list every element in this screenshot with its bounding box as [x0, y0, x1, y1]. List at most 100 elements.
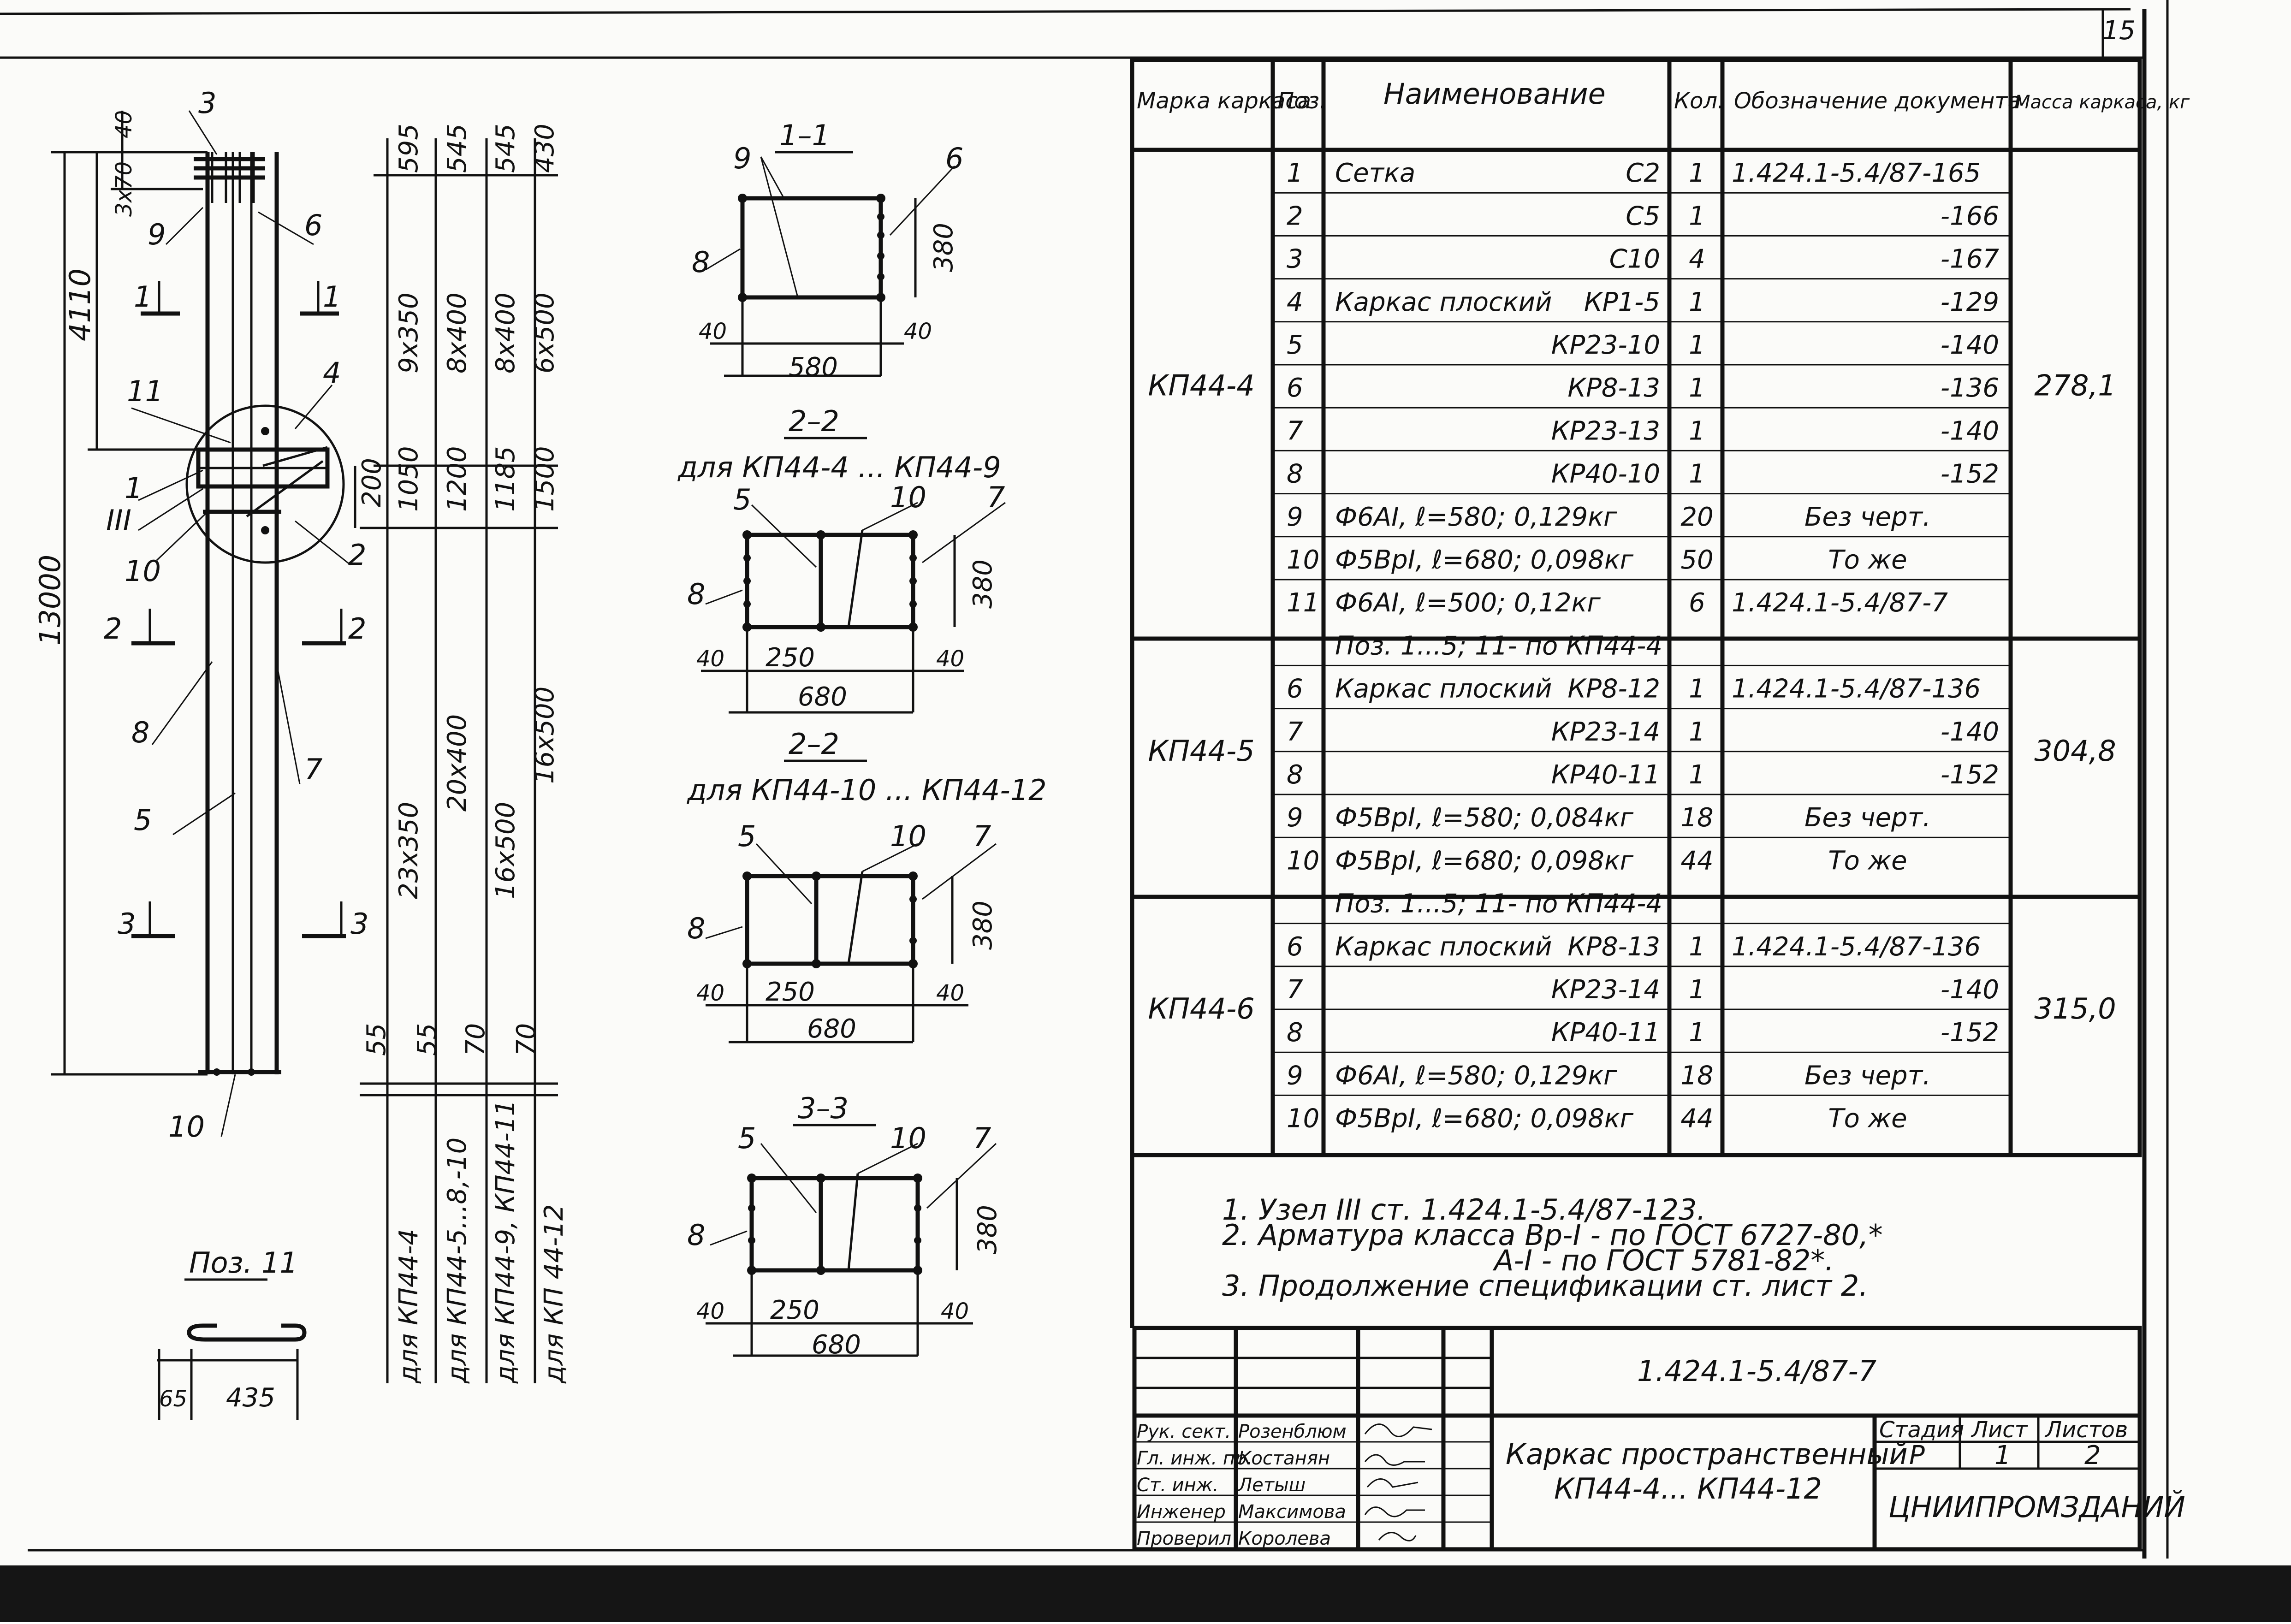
spec-cell-name: Ф5ВрI, ℓ=680; 0,098кг — [1335, 846, 1634, 876]
cut-1-right: 1 — [323, 280, 341, 314]
dim-spacing-main-2: 20x400 — [442, 714, 472, 812]
spec-cell-pos: 8 — [1287, 1018, 1303, 1048]
dim-200: 200 — [357, 458, 387, 507]
section-2-2-a-sub: для КП44-4 ... КП44-9 — [677, 450, 1001, 484]
spec-cell-code: КР8-13 — [1567, 932, 1660, 962]
section-2-2-a-dim-680: 680 — [798, 682, 847, 712]
pos11-dim-65: 65 — [159, 1386, 187, 1412]
pos11-title: Поз. 11 — [189, 1246, 298, 1280]
spec-cell-doc: -152 — [1941, 459, 1999, 489]
spec-cell-qty: 1 — [1689, 416, 1705, 446]
callout-4: 4 — [323, 356, 341, 390]
section-2-2-b — [705, 759, 997, 1043]
section-2-2-a-dim-40r: 40 — [936, 646, 964, 672]
spec-group-mass: 315,0 — [2034, 992, 2116, 1025]
spec-cell-doc: -166 — [1941, 201, 1999, 231]
section-1-1-title: 1–1 — [779, 119, 830, 152]
spec-cell-code: КР23-14 — [1551, 717, 1660, 747]
note-1: 1. Узел III ст. 1.424.1-5.4/87-123. — [1222, 1193, 1706, 1227]
dim-spacing-top-3: 8x400 — [491, 292, 521, 373]
section-2-2-a-label-5: 5 — [733, 483, 751, 516]
header-doc: Обозначение документа — [1734, 88, 2021, 114]
cut-3-right: 3 — [350, 907, 368, 941]
spec-group-mass: 304,8 — [2034, 734, 2116, 768]
signature-role: Ст. инж. — [1137, 1475, 1219, 1496]
spec-cell-pos: 3 — [1287, 244, 1303, 274]
callout-7: 7 — [304, 753, 322, 786]
for-label-1: для КП44-4 — [394, 1229, 424, 1384]
dim-bottom-2: 55 — [412, 1023, 442, 1056]
spec-cell-pos: 6 — [1287, 373, 1303, 403]
spec-cell-pos: 7 — [1287, 416, 1303, 446]
sheet-header: Лист — [1970, 1417, 2029, 1443]
section-3-3-dim-40l: 40 — [696, 1298, 724, 1324]
signature-role: Рук. сект. — [1137, 1421, 1231, 1442]
spec-cell-name: Ф6АI, ℓ=580; 0,129кг — [1335, 502, 1617, 532]
sheet-frame — [0, 0, 2169, 1559]
dim-bottom-4: 70 — [511, 1023, 541, 1056]
section-3-3-dim-250: 250 — [770, 1295, 819, 1325]
spec-cell-pos: 4 — [1287, 287, 1303, 317]
spec-cell-qty: 44 — [1680, 846, 1713, 876]
section-2-2-b-sub: для КП44-10 ... КП44-12 — [687, 773, 1047, 807]
note-3: 3. Продолжение спецификации ст. лист 2. — [1222, 1269, 1868, 1303]
dim-bottom-1: 55 — [362, 1023, 392, 1056]
callout-5: 5 — [134, 803, 152, 837]
pos11-detail — [157, 1278, 307, 1420]
section-3-3-dim-380: 380 — [973, 1205, 1003, 1254]
section-2-2-a-label-10: 10 — [890, 480, 926, 514]
spec-table-grid — [1130, 58, 2142, 1328]
section-2-2-a-label-8: 8 — [687, 577, 705, 611]
spec-cell-doc: То же — [1828, 846, 1907, 876]
signature-name: Розенблюм — [1238, 1421, 1347, 1442]
section-2-2-b-dim-40l: 40 — [696, 980, 724, 1006]
note-2: 2. Арматура класса Вр-I - по ГОСТ 6727-8… — [1222, 1218, 1883, 1252]
section-1-1 — [705, 151, 956, 377]
spec-cell-pos: 8 — [1287, 760, 1303, 790]
section-2-2-a-dim-250: 250 — [766, 643, 815, 673]
spec-cell-doc: -140 — [1941, 416, 1999, 446]
spec-cell-doc: -136 — [1941, 373, 1999, 403]
spec-cell-pos: 9 — [1287, 502, 1303, 532]
spec-cell-code: КР23-14 — [1551, 975, 1660, 1005]
signature-name: Королева — [1238, 1528, 1331, 1549]
note-2b: А-I - по ГОСТ 5781-82*. — [1492, 1244, 1834, 1277]
sheet-number: 15 — [2102, 16, 2135, 46]
stage-header: Стадия — [1879, 1417, 1964, 1443]
section-3-3-dim-40r: 40 — [941, 1298, 969, 1324]
section-3-3-label-8: 8 — [687, 1218, 705, 1252]
spec-cell-pos: 10 — [1287, 545, 1319, 575]
spec-cell-code: КР40-11 — [1551, 760, 1660, 790]
callout-6: 6 — [304, 208, 322, 242]
dim-4110: 4110 — [63, 268, 97, 341]
spec-group-mark: КП44-6 — [1148, 992, 1254, 1025]
spec-cell-doc: -152 — [1941, 1018, 1999, 1048]
spec-cell-pos: 2 — [1287, 201, 1303, 231]
signature-name: Костанян — [1238, 1448, 1330, 1469]
dim-spacing-main-1: 23x350 — [394, 802, 424, 899]
dimension-texts: 595 545 545 430 9x350 8x400 8x400 6x500 … — [357, 124, 569, 1384]
section-3-3-label-7: 7 — [973, 1121, 991, 1155]
spec-cell-qty: 1 — [1689, 760, 1705, 790]
section-1-1-label-8: 8 — [692, 245, 710, 279]
callout-11: 11 — [127, 374, 163, 408]
notes: 1. Узел III ст. 1.424.1-5.4/87-123. 2. А… — [1222, 1193, 1883, 1303]
spec-cell-doc: 1.424.1-5.4/87-165 — [1732, 158, 1981, 188]
dim-spacing-main-3: 16x500 — [491, 802, 521, 899]
callout-2-node: 2 — [348, 538, 366, 572]
dimension-columns — [354, 138, 558, 1383]
section-2-2-a-dim-40l: 40 — [696, 646, 724, 672]
title-line-1: Каркас пространственный — [1506, 1437, 1908, 1471]
spec-cell-name: Каркас плоский — [1335, 287, 1552, 317]
spec-cell-name: Ф5ВрI, ℓ=680; 0,098кг — [1335, 1104, 1634, 1134]
callout-10: 10 — [125, 554, 161, 588]
cut-2-left: 2 — [104, 612, 122, 646]
spec-cell-name: Ф5ВрI, ℓ=580; 0,084кг — [1335, 803, 1634, 833]
section-2-2-b-dim-380: 380 — [968, 901, 998, 950]
for-label-2: для КП44-5...8,-10 — [442, 1138, 472, 1384]
for-label-4: для КП 44-12 — [539, 1204, 569, 1384]
spec-cell-qty: 1 — [1689, 975, 1705, 1005]
spec-cell-qty: 1 — [1689, 1018, 1705, 1048]
